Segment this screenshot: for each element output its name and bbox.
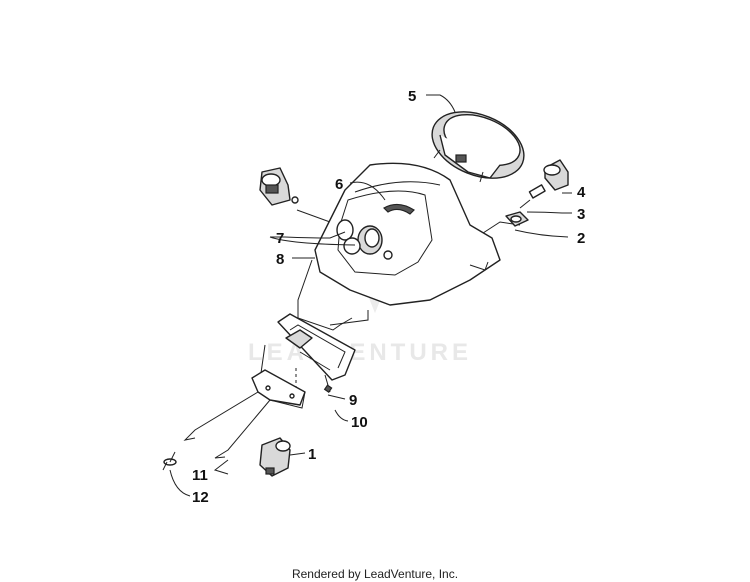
part-1-switch (259, 437, 291, 477)
callout-9: 9 (349, 392, 357, 409)
part-4-cap (543, 159, 569, 191)
leader-lines (169, 94, 572, 497)
callout-3: 3 (577, 206, 585, 223)
callout-6: 6 (335, 176, 343, 193)
callout-1: 1 (308, 446, 316, 463)
callout-11: 11 (192, 467, 208, 484)
callout-2: 2 (577, 230, 585, 247)
part-12-rivet (162, 451, 177, 471)
callout-5: 5 (408, 88, 416, 105)
callouts: 5 6 4 3 2 7 8 9 10 1 11 12 (192, 88, 586, 506)
callout-12: 12 (192, 489, 209, 506)
part-10-screw (323, 384, 333, 394)
callout-10: 10 (351, 414, 368, 431)
part-5-gauge (431, 111, 525, 183)
part-8-dash-housing (314, 162, 501, 306)
part-11-bracket (183, 369, 306, 459)
part-7-knob (336, 219, 393, 260)
callout-4: 4 (577, 184, 586, 201)
part-2-nut (505, 211, 529, 227)
callout-7: 7 (276, 230, 284, 247)
part-9-bezel (277, 313, 356, 381)
part-3-key (519, 184, 546, 209)
footer-credit: Rendered by LeadVenture, Inc. (292, 567, 458, 581)
watermark-text: LEADVENTURE (248, 339, 472, 366)
part-6-lamp (259, 167, 299, 206)
callout-8: 8 (276, 251, 284, 268)
